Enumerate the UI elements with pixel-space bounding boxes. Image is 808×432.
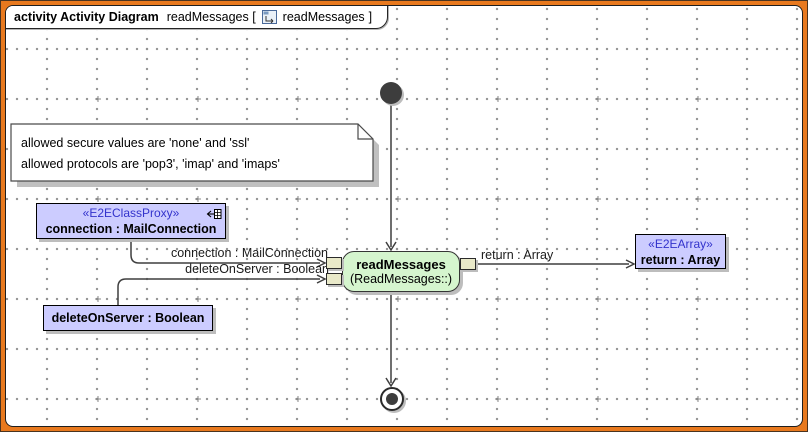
edge-label-delete-on-server: deleteOnServer : Boolean — [185, 262, 329, 276]
edge-label-return: return : Array — [481, 248, 554, 262]
action-qualifier: (ReadMessages::) — [349, 271, 453, 286]
note-text: allowed secure values are 'none' and 'ss… — [21, 133, 371, 175]
object-flow-connection[interactable] — [130, 239, 327, 268]
activity-final-node[interactable] — [380, 387, 404, 411]
diagram-context-label: readMessages [ — [166, 9, 256, 24]
object-flow-return[interactable] — [476, 259, 636, 269]
edge-label-connection: connection : MailConnection — [170, 246, 328, 260]
connection-name: connection : MailConnection — [45, 222, 217, 236]
diagram-overlay — [10, 96, 701, 402]
activity-diagram-icon — [261, 9, 277, 24]
control-flow-action-to-final[interactable] — [385, 292, 397, 388]
connection-stereotype: «E2EClassProxy» — [82, 206, 180, 220]
object-node-return[interactable]: «E2EArray» return : Array — [635, 234, 726, 269]
diagram-canvas: activity Activity Diagram readMessages [… — [5, 5, 803, 427]
object-node-delete-on-server[interactable]: deleteOnServer : Boolean — [43, 305, 213, 331]
proxy-link-icon — [206, 207, 222, 221]
note-shape[interactable] — [10, 123, 379, 187]
note-line-2: allowed protocols are 'pop3', 'imap' and… — [21, 157, 280, 171]
control-flow-initial-to-action[interactable] — [385, 104, 397, 252]
return-name: return : Array — [640, 253, 721, 267]
action-name: readMessages — [356, 256, 446, 272]
initial-node[interactable] — [380, 82, 402, 104]
output-pin-return[interactable] — [460, 258, 476, 270]
diagram-kind-label: activity Activity Diagram — [14, 9, 159, 24]
action-read-messages[interactable]: readMessages (ReadMessages::) — [342, 251, 460, 292]
delete-on-server-name: deleteOnServer : Boolean — [51, 311, 205, 325]
bracket-close-label: ] — [368, 9, 373, 24]
activity-final-node-dot — [386, 393, 398, 405]
note-line-1: allowed secure values are 'none' and 'ss… — [21, 136, 250, 150]
object-flow-delete-on-server[interactable] — [117, 274, 327, 305]
return-stereotype: «E2EArray» — [648, 237, 713, 251]
object-node-connection[interactable]: «E2EClassProxy» connection : MailConnect… — [36, 203, 226, 239]
diagram-name-label: readMessages — [282, 9, 365, 24]
input-pin-connection[interactable] — [326, 257, 342, 269]
diagram-frame-header[interactable]: activity Activity Diagram readMessages [… — [6, 6, 389, 29]
input-pin-delete-on-server[interactable] — [326, 273, 342, 285]
